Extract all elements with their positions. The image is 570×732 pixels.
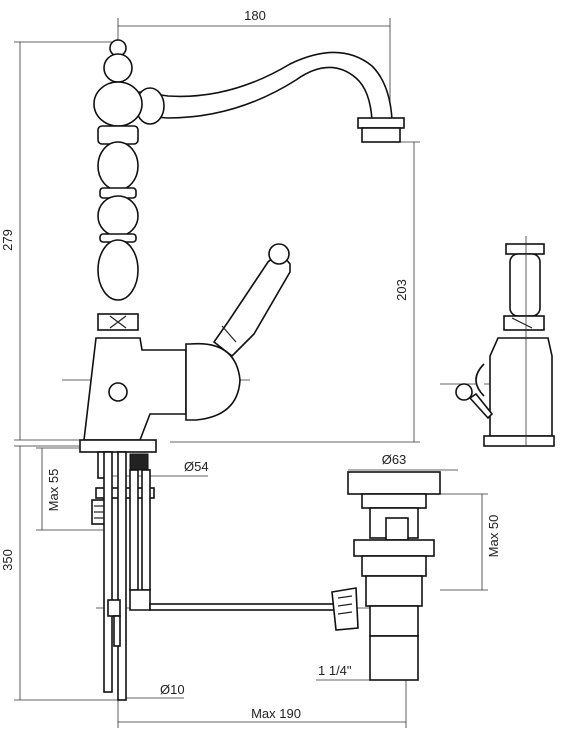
flex-length-label: 350	[0, 549, 15, 571]
faucet-front-view	[79, 39, 405, 453]
spout-reach-label: 180	[244, 8, 266, 23]
mounting-assembly	[91, 451, 341, 701]
waste-max-label: Max 50	[486, 515, 501, 558]
dimension-labels: 180 279 203 Max 55 Ø54 Ø63 Max 50 350 1 …	[0, 8, 501, 721]
rod-diameter-label: Ø10	[160, 682, 185, 697]
dimension-lines	[14, 18, 510, 728]
base-diameter-label: Ø54	[184, 459, 209, 474]
waste-diameter-label: Ø63	[382, 452, 407, 467]
max-reach-label: Max 190	[251, 706, 301, 721]
total-height-label: 279	[0, 229, 15, 251]
faucet-side-view	[455, 236, 555, 447]
thread-label: 1 1/4"	[318, 663, 352, 678]
spout-height-label: 203	[394, 279, 409, 301]
max-thickness-label: Max 55	[46, 469, 61, 512]
pop-up-waste	[331, 471, 441, 681]
